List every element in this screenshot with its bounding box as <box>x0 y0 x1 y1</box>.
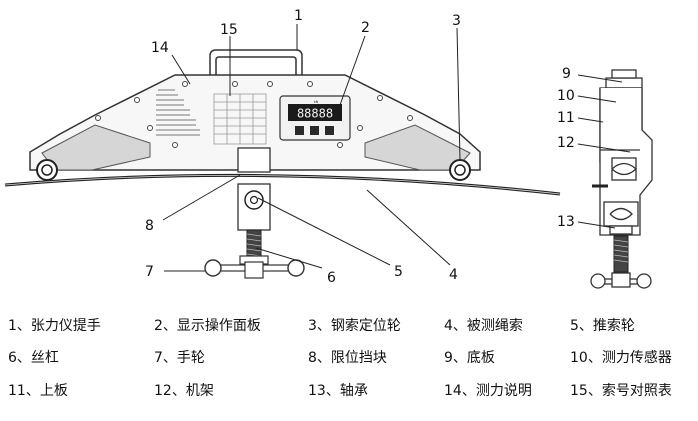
side-bottom-plate <box>605 77 643 89</box>
tension-meter-diagram: kN 88888 <box>4 8 653 289</box>
callout-9: 9 <box>562 66 571 82</box>
lcd-readout: 88888 <box>297 107 333 121</box>
legend-item-9: 9、底板 <box>444 350 495 366</box>
callout-15: 15 <box>220 22 238 38</box>
callout-2: 2 <box>361 20 370 36</box>
legend-item-6: 6、丝杠 <box>8 350 59 366</box>
display-unit: kN <box>314 100 319 104</box>
legend-item-5: 5、推索轮 <box>570 318 635 334</box>
legend-item-10: 10、测力传感器 <box>570 350 672 366</box>
parts-legend: 1、张力仪提手 2、显示操作面板 3、钢索定位轮 4、被测绳索 5、推索轮 6、… <box>0 300 698 421</box>
measured-rope <box>4 173 561 196</box>
side-view <box>599 69 653 236</box>
left-positioning-wheel <box>36 159 58 181</box>
legend-item-3: 3、钢索定位轮 <box>308 318 401 334</box>
panel-button-3[interactable] <box>325 126 334 135</box>
callout-3: 3 <box>452 13 461 29</box>
display-panel: kN 88888 <box>279 95 351 141</box>
side-lead-screw <box>613 235 629 273</box>
callout-8: 8 <box>145 218 154 234</box>
callout-1: 1 <box>294 8 303 24</box>
right-positioning-wheel <box>449 159 471 181</box>
legend-item-11: 11、上板 <box>8 383 68 399</box>
callout-numbers: 1 2 3 4 5 6 7 8 9 10 11 12 13 14 15 <box>145 8 575 286</box>
callout-4: 4 <box>449 267 458 283</box>
callout-5: 5 <box>394 264 403 280</box>
hand-wheel[interactable] <box>204 259 305 279</box>
side-bearing-base <box>609 225 633 235</box>
side-hand-wheel[interactable] <box>590 272 652 289</box>
callout-12: 12 <box>557 135 575 151</box>
legend-item-2: 2、显示操作面板 <box>154 318 261 334</box>
callout-10: 10 <box>557 88 575 104</box>
measurement-instructions-text <box>156 89 200 136</box>
side-top-nub <box>611 69 637 79</box>
lcd-screen <box>288 104 342 121</box>
legend-item-14: 14、测力说明 <box>444 383 532 399</box>
panel-button-1[interactable] <box>295 126 304 135</box>
cable-number-table <box>213 93 267 145</box>
side-screw-threads <box>613 239 629 263</box>
panel-button-2[interactable] <box>310 126 319 135</box>
rope-inner-line <box>4 174 561 195</box>
legend-item-8: 8、限位挡块 <box>308 350 387 366</box>
screw-holes <box>95 81 413 148</box>
legend-item-1: 1、张力仪提手 <box>8 318 101 334</box>
legend-item-13: 13、轴承 <box>308 383 368 399</box>
leader-lines <box>162 24 631 272</box>
legend-item-12: 12、机架 <box>154 383 214 399</box>
callout-6: 6 <box>327 270 336 286</box>
handle <box>209 49 303 75</box>
legend-item-15: 15、索号对照表 <box>570 383 672 399</box>
callout-7: 7 <box>145 264 154 280</box>
callout-11: 11 <box>557 110 575 126</box>
legend-item-4: 4、被测绳索 <box>444 318 523 334</box>
callout-14: 14 <box>151 40 169 56</box>
pusher-wheel <box>244 190 264 210</box>
limit-block <box>237 147 271 173</box>
screw-threads <box>246 233 262 257</box>
side-wheel-upper <box>611 157 637 181</box>
callout-13: 13 <box>557 214 575 230</box>
legend-item-7: 7、手轮 <box>154 350 205 366</box>
